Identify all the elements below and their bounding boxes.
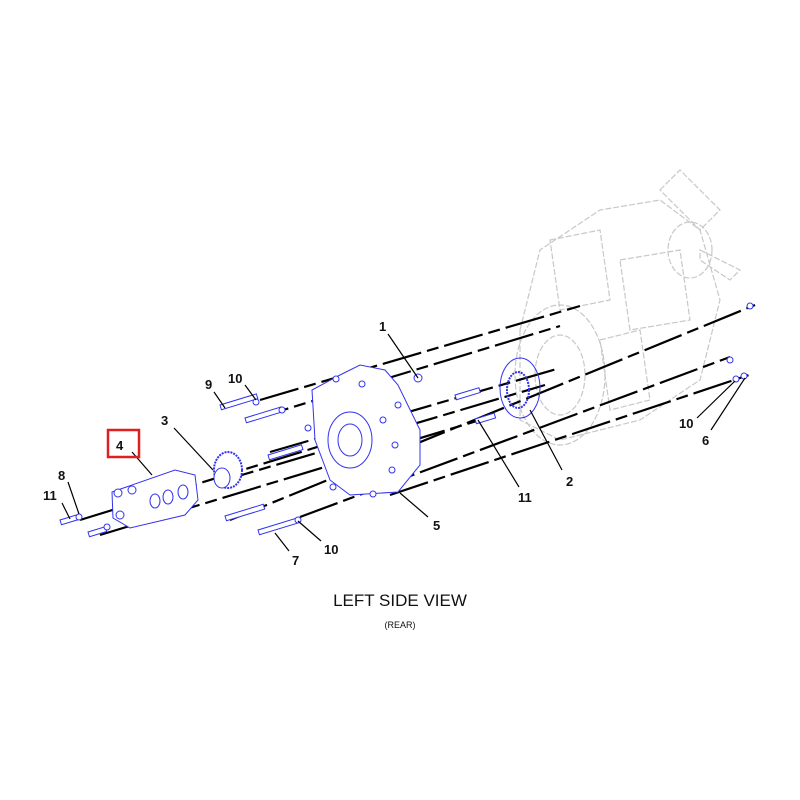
callout-5[interactable]: 5 — [433, 518, 440, 533]
bolts-and-washers — [59, 302, 754, 538]
callout-9[interactable]: 9 — [205, 377, 212, 392]
adapter-2 — [499, 357, 541, 419]
engine-block — [514, 169, 742, 446]
callout-11-right[interactable]: 11 — [518, 490, 532, 505]
callout-10-top[interactable]: 10 — [228, 371, 242, 386]
callout-10-right[interactable]: 10 — [679, 416, 693, 431]
callout-2[interactable]: 2 — [566, 474, 573, 489]
callout-leaders — [61, 333, 746, 552]
pump-4 — [111, 469, 199, 529]
highlight-box-4 — [106, 428, 141, 459]
callout-4[interactable]: 4 — [116, 438, 124, 453]
callout-3[interactable]: 3 — [161, 413, 168, 428]
callout-7[interactable]: 7 — [292, 553, 299, 568]
callout-1[interactable]: 1 — [379, 319, 386, 334]
callout-8[interactable]: 8 — [58, 468, 65, 483]
gear-3 — [213, 451, 243, 489]
callout-10-bottom[interactable]: 10 — [324, 542, 338, 557]
housing-5 — [304, 364, 423, 498]
view-title: LEFT SIDE VIEW — [333, 591, 467, 610]
callout-11-left[interactable]: 11 — [43, 488, 57, 503]
callout-6[interactable]: 6 — [702, 433, 709, 448]
view-subtitle: (REAR) — [384, 620, 416, 630]
